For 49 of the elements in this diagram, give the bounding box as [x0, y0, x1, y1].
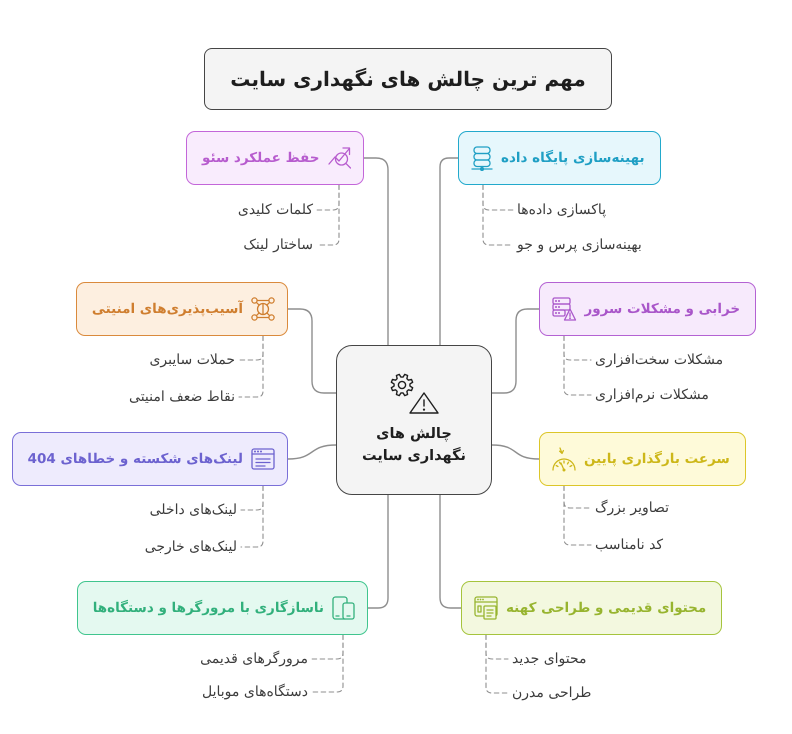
subtopic-label: پاکسازی داده‌ها	[513, 199, 610, 221]
subtopic-label: طراحی مدرن	[508, 682, 596, 704]
connector-line	[439, 494, 462, 609]
topic-box	[12, 432, 288, 486]
connector-line	[367, 494, 389, 609]
connector-line	[491, 308, 540, 394]
subtopic-label: نقاط ضعف امنیتی	[125, 386, 239, 408]
topic-box	[186, 131, 364, 185]
title-box: مهم ترین چالش های نگهداری سایت	[204, 48, 612, 110]
dashed-connector	[311, 634, 344, 693]
topic-box	[458, 131, 661, 185]
subtopic-label: لینک‌های خارجی	[140, 536, 241, 558]
subtopic-label: مشکلات نرم‌افزاری	[591, 384, 713, 406]
subtopic-label: ساختار لینک	[239, 234, 317, 256]
subtopic-label: کد نامناسب	[591, 534, 668, 556]
connector-line	[491, 444, 540, 460]
subtopic-label: کلمات کلیدی	[234, 199, 317, 221]
subtopic-label: حملات سایبری	[145, 349, 239, 371]
dashed-connector	[485, 634, 509, 694]
topic-box	[539, 432, 746, 486]
connector-line	[287, 444, 337, 460]
dashed-connector	[563, 335, 592, 396]
connector-line	[287, 308, 337, 394]
topic-label: حفظ عملکرد سئو	[202, 150, 320, 166]
topic-label: آسیب‌پذیری‌های امنیتی	[92, 301, 243, 317]
topic-label: بهینه‌سازی پایگاه داده	[501, 150, 645, 166]
subtopic-label: دستگاه‌های موبایل	[198, 681, 312, 703]
subtopic-label: لینک‌های داخلی	[146, 499, 241, 521]
central-box	[336, 345, 492, 495]
topic-label: خرابی و مشکلات سرور	[584, 301, 740, 317]
dashed-connector	[563, 485, 592, 546]
connector-line	[439, 157, 459, 346]
dashed-connector	[240, 485, 264, 548]
subtopic-label: بهینه‌سازی پرس و جو	[513, 234, 646, 256]
topic-box	[461, 581, 722, 635]
topic-box	[76, 581, 368, 635]
topic-label: محتوای قدیمی و طراحی کهنه	[506, 600, 706, 616]
subtopic-label: تصاویر بزرگ	[591, 497, 674, 519]
central-label: چالش های نگهداری سایت	[361, 425, 467, 466]
dashed-connector	[238, 335, 264, 398]
topic-box	[539, 282, 756, 336]
topic-label: ناسازگاری با مرورگرها و دستگاه‌ها	[92, 600, 324, 616]
topic-label: لینک‌های شکسته و خطاهای 404	[28, 451, 243, 467]
connector-line	[363, 157, 389, 346]
topic-label: سرعت بارگذاری پایین	[584, 451, 730, 467]
subtopic-label: مشکلات سخت‌افزاری	[591, 349, 728, 371]
subtopic-label: محتوای جدید	[508, 648, 591, 670]
topic-box	[76, 282, 288, 336]
subtopic-label: مرورگرهای قدیمی	[196, 648, 312, 670]
